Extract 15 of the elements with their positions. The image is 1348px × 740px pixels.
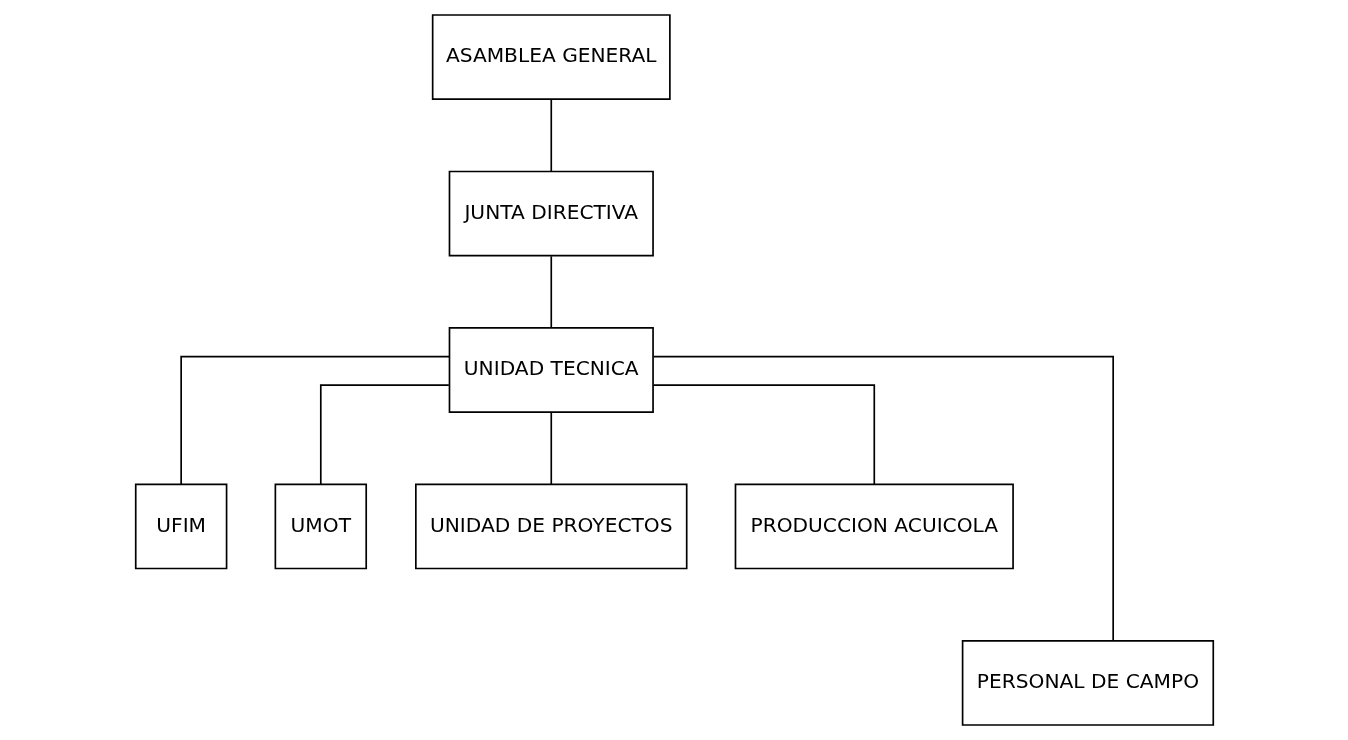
connector <box>319 384 450 485</box>
connector <box>549 411 552 486</box>
node-box: JUNTA DIRECTIVA <box>448 170 654 257</box>
node-box: UNIDAD TECNICA <box>448 327 654 413</box>
node-box: PRODUCCION ACUICOLA <box>734 483 1014 570</box>
connector <box>549 99 552 173</box>
node-box: UNIDAD DE PROYECTOS <box>414 483 688 570</box>
node-box: ASAMBLEA GENERAL <box>431 14 671 100</box>
node-box: UFIM <box>134 483 227 570</box>
node-box: UMOT <box>274 483 367 570</box>
node-box: PERSONAL DE CAMPO <box>961 640 1214 726</box>
connector <box>179 355 450 485</box>
connector <box>652 355 1114 642</box>
connector <box>549 255 552 329</box>
connector <box>652 384 875 485</box>
